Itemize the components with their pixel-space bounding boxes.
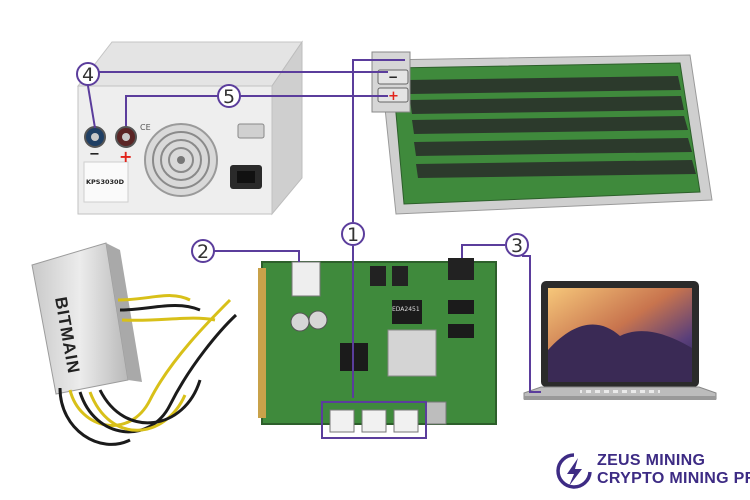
hashboard-connectors (329, 409, 419, 433)
brand-block: ZEUS MINING CRYPTO MINING PRO (555, 450, 750, 494)
positive-terminal (115, 126, 137, 148)
psu-cables (58, 294, 238, 446)
callout-5: 5 (217, 84, 241, 108)
callout-line-3-laptop (522, 255, 541, 393)
power-connector (291, 261, 321, 297)
ethernet-port (448, 258, 474, 280)
callout-4: 4 (76, 62, 100, 86)
ce-mark: CE (140, 123, 151, 132)
power-switch (237, 123, 265, 139)
callout-3: 3 (505, 233, 529, 257)
bitmain-psu: BITMAIN (31, 242, 238, 446)
callout-line-2 (214, 250, 300, 262)
bench-power-supply: KPS3030D CE − + (76, 40, 303, 216)
callout-5-number: 5 (223, 86, 235, 108)
callout-1-number: 1 (347, 224, 359, 246)
model-sticker (83, 161, 129, 203)
psu-negative-sign: − (89, 147, 100, 162)
callout-line-5 (125, 95, 219, 126)
callout-line-3 (461, 244, 505, 258)
psu-positive-sign: + (119, 147, 132, 166)
callout-1: 1 (341, 222, 365, 246)
heatsink (387, 329, 437, 377)
power-supply-model: KPS3030D (86, 178, 125, 186)
laptop (523, 281, 717, 400)
callout-2: 2 (191, 239, 215, 263)
callout-3-number: 3 (511, 235, 523, 257)
callout-4-number: 4 (82, 64, 94, 86)
board-positive-sign: + (388, 89, 399, 104)
board-model-label: EDA2451 (392, 306, 420, 313)
fan-grille (144, 123, 218, 197)
connector-highlight (321, 401, 427, 439)
brand-tagline: CRYPTO MINING PRO (597, 470, 750, 487)
negative-terminal (84, 126, 106, 148)
hash-board: − + (371, 51, 713, 215)
callout-line-4-drop (87, 85, 96, 129)
brand-name: ZEUS MINING (597, 452, 706, 469)
lightning-icon (556, 453, 592, 489)
chip-rows (408, 76, 696, 178)
callout-2-number: 2 (197, 241, 209, 263)
callout-line-1 (352, 59, 405, 222)
control-board: EDA2451 (258, 258, 497, 433)
board-negative-sign: − (388, 70, 398, 84)
